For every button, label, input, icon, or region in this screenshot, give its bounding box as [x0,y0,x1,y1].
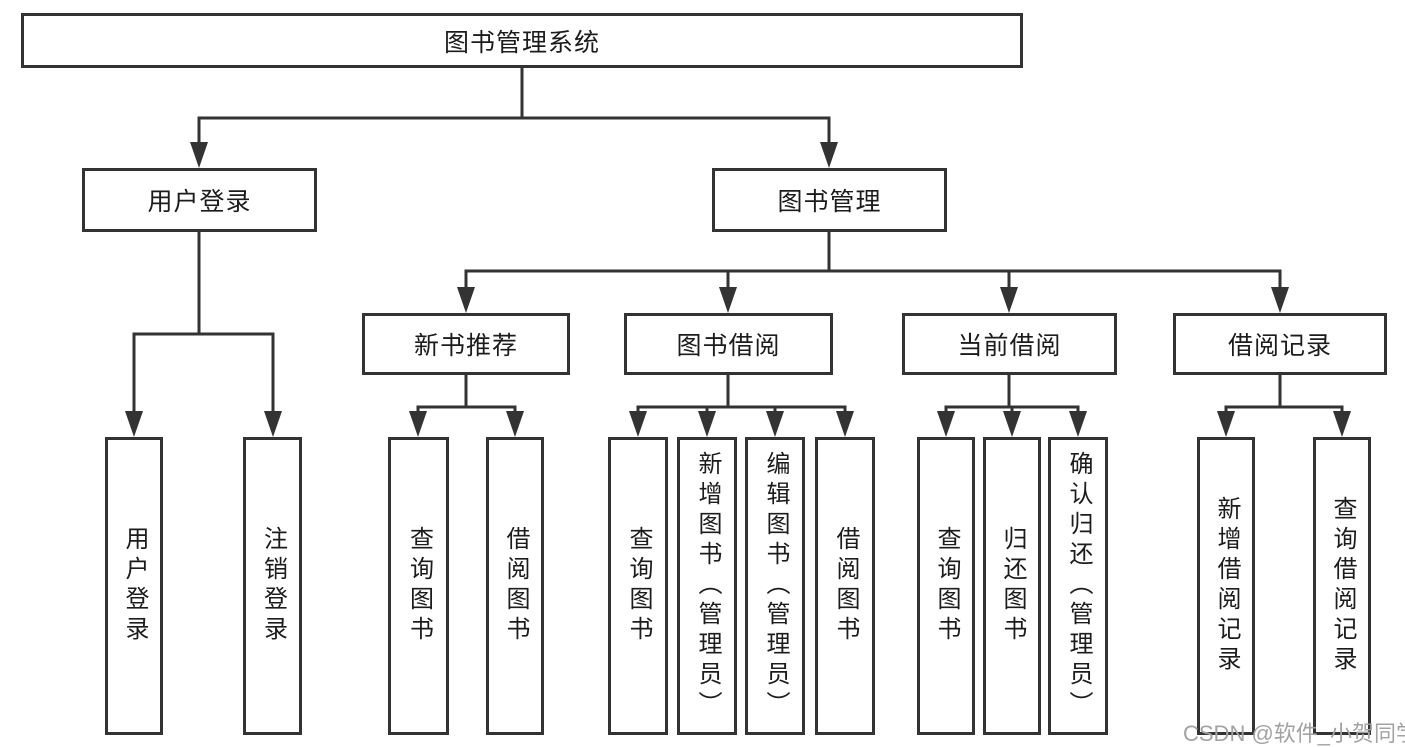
leaf-borrow-books: 借阅图书 [815,437,875,735]
leaf-borrow-books-recommend: 借阅图书 [486,437,544,735]
leaf-confirm-return-admin: 确认归还（管理员） [1048,437,1108,735]
leaf-query-books-current: 查询图书 [917,437,975,735]
leaf-label: 新增图书（管理员） [694,451,721,721]
leaf-query-books-borrow: 查询图书 [608,437,668,735]
leaf-label: 查询图书 [933,526,960,646]
leaf-edit-books-admin: 编辑图书（管理员） [745,437,805,735]
node-new-book-recommend: 新书推荐 [362,313,570,375]
node-root: 图书管理系统 [21,13,1023,68]
leaf-label: 查询图书 [625,526,652,646]
leaf-label: 借阅图书 [502,526,529,646]
leaf-label: 查询借阅记录 [1329,496,1356,676]
leaf-label: 新增借阅记录 [1213,496,1240,676]
leaf-label: 注销登录 [259,526,287,646]
leaf-query-books-recommend: 查询图书 [388,437,449,735]
leaf-label: 编辑图书（管理员） [762,451,789,721]
leaf-return-books: 归还图书 [983,437,1041,735]
leaf-add-borrow-record: 新增借阅记录 [1197,437,1255,735]
leaf-label: 确认归还（管理员） [1065,451,1092,721]
leaf-label: 归还图书 [999,526,1026,646]
node-current-borrow: 当前借阅 [902,313,1117,375]
leaf-label: 查询图书 [405,526,433,646]
leaf-label: 用户登录 [121,526,148,646]
leaf-label: 借阅图书 [832,526,859,646]
node-user-login: 用户登录 [82,168,317,232]
csdn-watermark: CSDN @软件_小贺同学 [1183,721,1405,746]
leaf-add-books-admin: 新增图书（管理员） [677,437,737,735]
node-book-management: 图书管理 [712,168,947,232]
leaf-query-borrow-record: 查询借阅记录 [1313,437,1371,735]
node-book-borrow: 图书借阅 [624,313,833,375]
leaf-user-login: 用户登录 [105,437,163,735]
leaf-logout: 注销登录 [243,437,302,735]
node-borrow-records: 借阅记录 [1173,313,1387,375]
